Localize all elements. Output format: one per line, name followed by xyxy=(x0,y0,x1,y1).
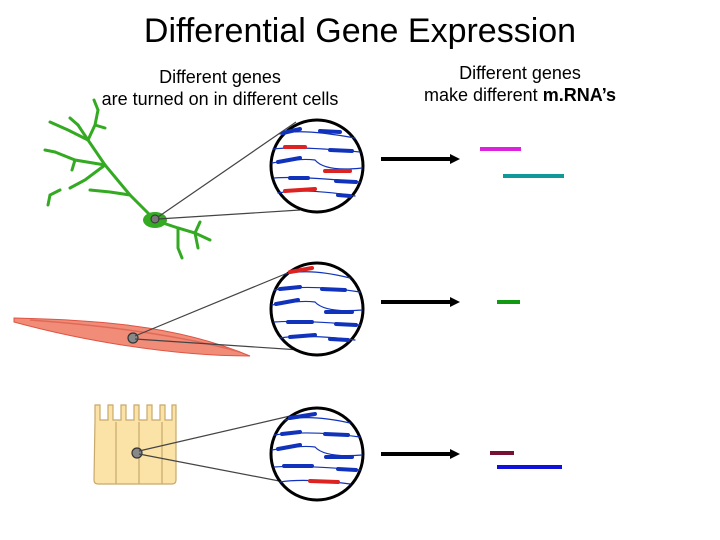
mrna-products xyxy=(480,147,564,469)
right-caption-line1: Different genes xyxy=(459,63,581,83)
right-caption-plain: make different xyxy=(423,85,543,105)
right-caption-line2: make different m.RNA’s xyxy=(380,84,660,106)
left-caption-line1: Different genes xyxy=(159,67,281,87)
neuron-cell xyxy=(43,98,212,260)
epithelial-cells xyxy=(93,404,177,485)
epithelial-cell-nucleus xyxy=(131,447,143,459)
neuron-cell-body xyxy=(143,212,167,228)
right-caption-bold: m.RNA’s xyxy=(542,85,617,105)
magnified-nucleus-1 xyxy=(269,118,365,214)
magnified-nucleus-2 xyxy=(269,261,365,357)
left-caption-line2: are turned on in different cells xyxy=(101,89,339,109)
magnify-lines xyxy=(134,121,301,486)
magnified-nucleus-3 xyxy=(269,406,365,502)
arrows xyxy=(381,154,460,459)
page-title: Differential Gene Expression xyxy=(143,12,577,50)
muscle-cell-nucleus xyxy=(127,332,139,344)
right-caption: Different genes make different m.RNA’s xyxy=(380,62,660,106)
left-caption: Different genes are turned on in differe… xyxy=(60,66,380,110)
